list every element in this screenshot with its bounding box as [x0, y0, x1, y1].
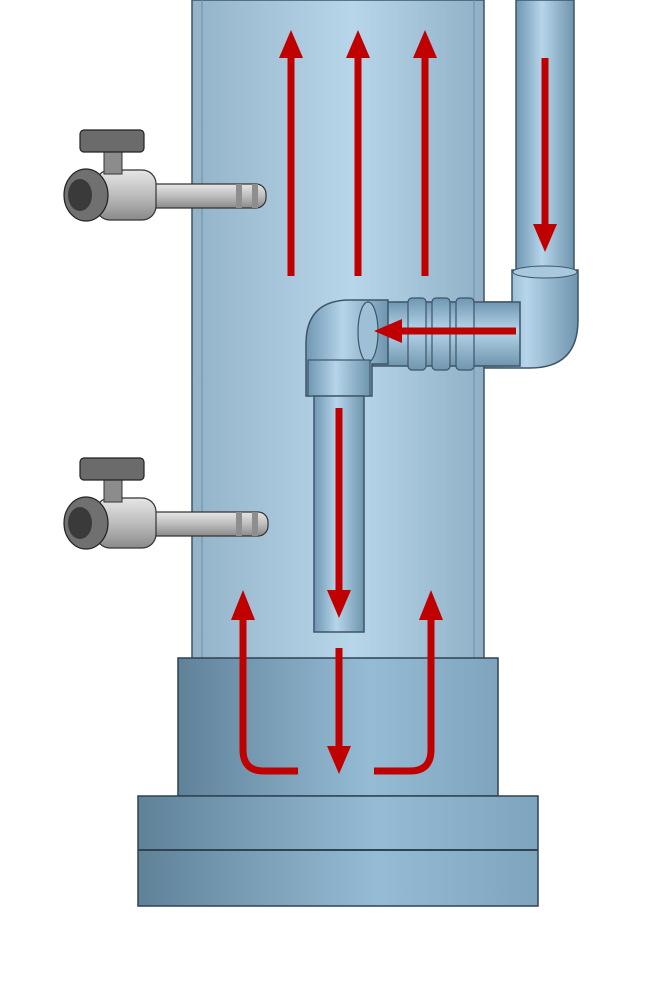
arrow-down-downcomer: [327, 408, 351, 618]
arrow-left-coupling: [374, 319, 516, 343]
arrow-up-2: [346, 30, 370, 276]
arrow-return-right: [374, 590, 443, 775]
arrow-up-3: [413, 30, 437, 276]
sample-valve-upper[interactable]: [63, 129, 267, 222]
flow-arrows: [231, 30, 557, 775]
arrow-up-1: [279, 30, 303, 276]
elbow-left: [305, 299, 389, 397]
base-flange: [137, 795, 539, 907]
arrow-return-left: [231, 590, 298, 775]
sample-valve-lower[interactable]: [63, 457, 269, 550]
arrow-down-base: [327, 648, 351, 774]
arrow-down-inlet: [533, 58, 557, 252]
